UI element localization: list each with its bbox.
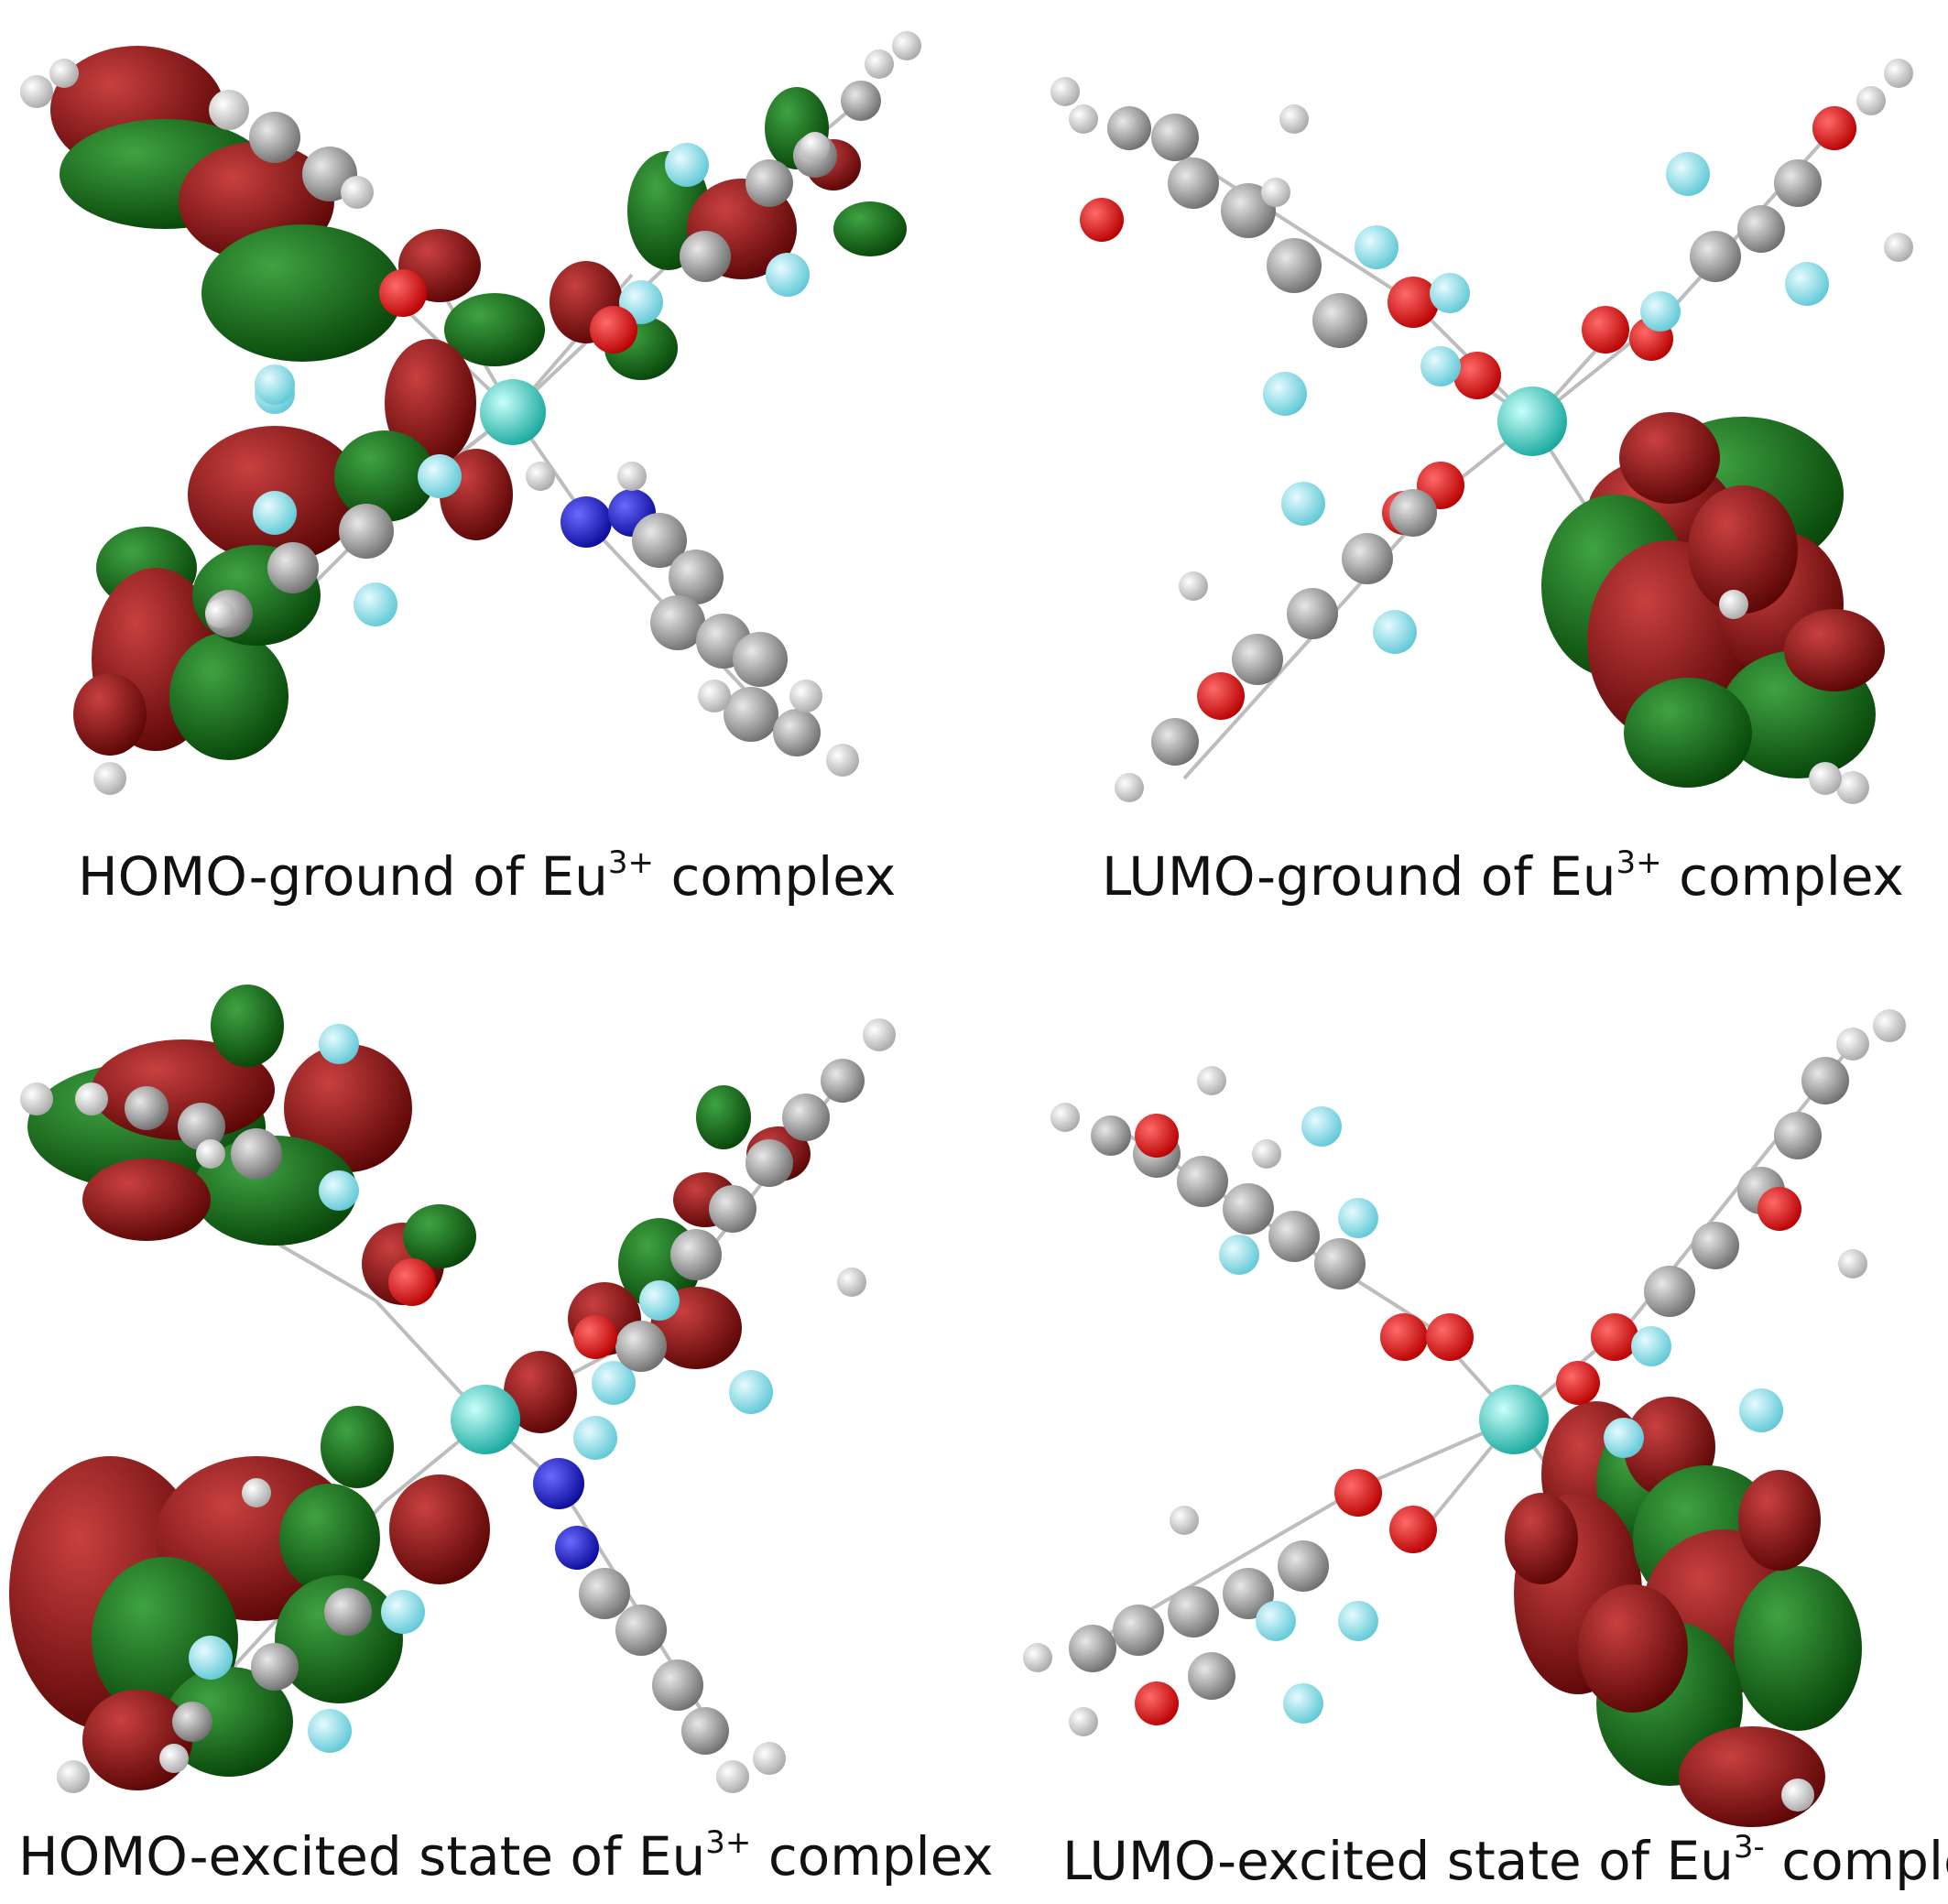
atoms	[20, 31, 921, 795]
homo-excited-panel	[0, 971, 974, 1841]
lumo-excited-molecule	[1023, 1009, 1906, 1827]
homo-ground-molecule	[20, 31, 921, 795]
lumo-ground-caption: LUMO-ground of Eu3+ complex	[1102, 844, 1904, 908]
atoms	[20, 1018, 896, 1793]
lumo-excited-panel	[974, 971, 1948, 1841]
homo-excited-caption: HOMO-excited state of Eu3+ complex	[18, 1824, 994, 1888]
atoms	[1023, 1009, 1906, 1812]
homo-ground-caption: HOMO-ground of Eu3+ complex	[78, 844, 897, 908]
atoms	[1050, 59, 1913, 804]
orbital-lobes	[1541, 412, 1885, 788]
lumo-excited-caption: LUMO-excited state of Eu3- complex	[1062, 1829, 1948, 1892]
homo-ground-panel	[0, 0, 974, 824]
lumo-ground-molecule	[1050, 59, 1913, 804]
orbital-lobes	[50, 46, 907, 760]
homo-excited-molecule	[9, 985, 896, 1793]
orbital-lobes	[1505, 1397, 1862, 1827]
lumo-ground-panel	[974, 0, 1948, 824]
